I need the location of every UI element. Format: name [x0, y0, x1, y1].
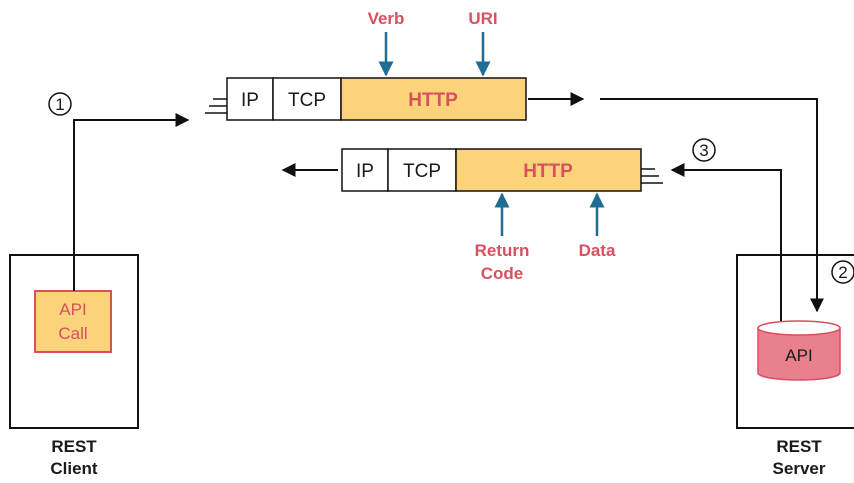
server-to-response-connector [670, 163, 782, 321]
api-call-line2: Call [58, 324, 87, 343]
response-http-cell [455, 148, 642, 192]
code-label: Code [481, 264, 524, 283]
client-label-line1: REST [51, 437, 97, 456]
step-2-label: 2 [838, 263, 847, 282]
request-ip-label: IP [241, 90, 259, 111]
response-http-label: HTTP [523, 161, 573, 182]
step-1-label: 1 [55, 95, 64, 114]
response-ip-cell [341, 148, 389, 192]
request-tcp-cell [272, 77, 342, 121]
uri-label: URI [468, 9, 497, 28]
request-tcp-label: TCP [288, 90, 326, 111]
data-label: Data [579, 241, 616, 260]
request-to-server-connector [600, 98, 824, 313]
request-http-cell [340, 77, 527, 121]
step-3-marker: 3 [692, 138, 716, 162]
api-call-box [34, 290, 112, 353]
verb-label: Verb [368, 9, 405, 28]
request-http-label: HTTP [408, 90, 458, 111]
response-trailer-lines [641, 168, 663, 184]
response-tcp-label: TCP [403, 161, 441, 182]
server-api-label: API [785, 346, 812, 365]
request-trailer-lines [205, 98, 227, 114]
request-annotations: Verb URI [368, 9, 498, 77]
response-annotations: Return Code Data [475, 192, 616, 283]
server-label-line2: Server [773, 459, 826, 478]
request-packet: IP TCP HTTP [205, 77, 585, 121]
api-cylinder [757, 320, 841, 381]
step-3-label: 3 [699, 141, 708, 160]
rest-server: API REST Server [736, 254, 854, 478]
client-to-request-connector [73, 113, 190, 291]
response-ip-label: IP [356, 161, 374, 182]
step-2-marker: 2 [831, 260, 854, 284]
response-packet: IP TCP HTTP [281, 148, 663, 192]
server-label-line1: REST [776, 437, 822, 456]
response-tcp-cell [387, 148, 457, 192]
step-1-marker: 1 [48, 92, 72, 116]
client-label-line2: Client [50, 459, 98, 478]
api-call-line1: API [59, 300, 86, 319]
return-label: Return [475, 241, 530, 260]
